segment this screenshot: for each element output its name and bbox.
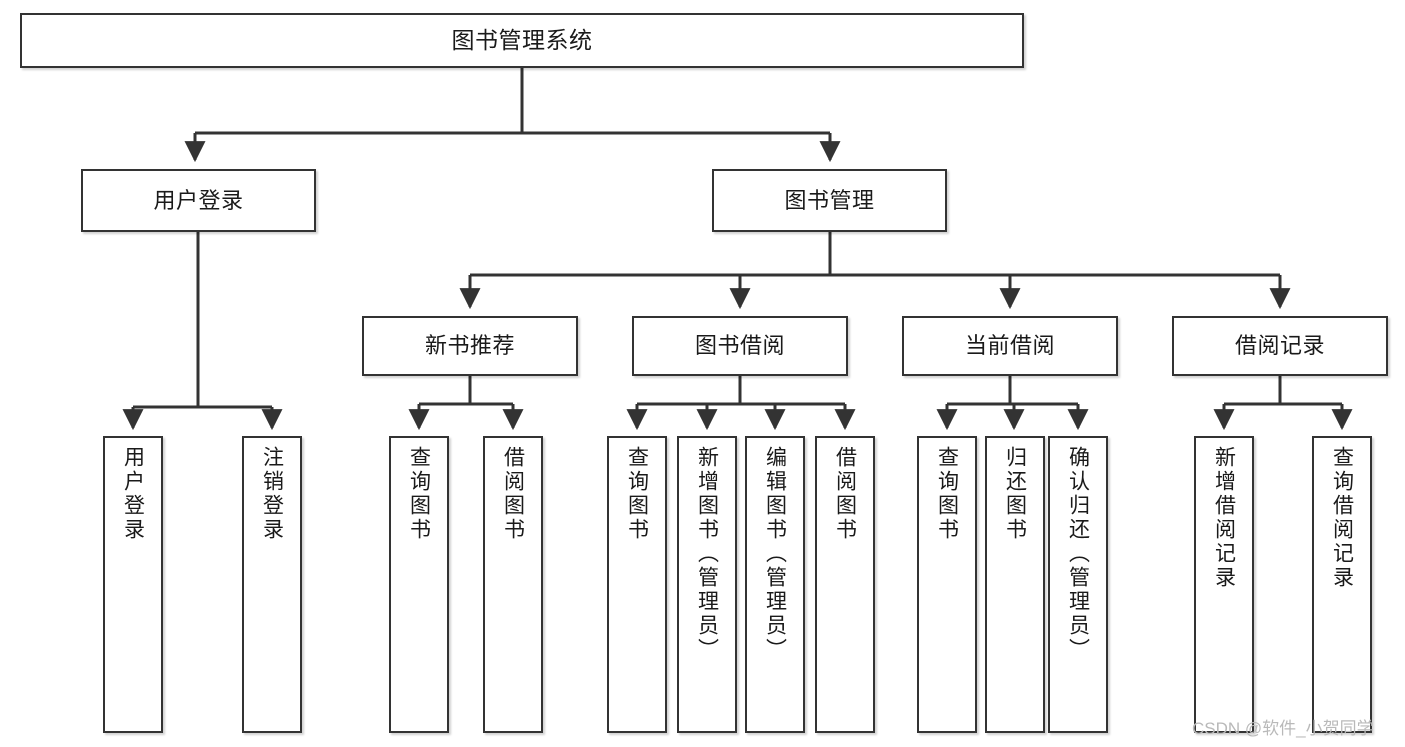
node-label: 用户登录	[153, 187, 244, 213]
leaf-return-book[interactable]: 归还图书	[985, 436, 1045, 733]
node-label: 编辑图书（管理员）	[763, 446, 787, 662]
node-label: 确认归还（管理员）	[1066, 446, 1090, 662]
leaf-add-book-admin[interactable]: 新增图书（管理员）	[677, 436, 737, 733]
leaf-query-book-borrow[interactable]: 查询图书	[607, 436, 667, 733]
node-user-login[interactable]: 用户登录	[81, 169, 316, 232]
node-label: 借阅记录	[1234, 333, 1325, 359]
leaf-borrow-book[interactable]: 借阅图书	[815, 436, 875, 733]
node-current-borrow[interactable]: 当前借阅	[902, 316, 1118, 376]
node-label: 新增借阅记录	[1212, 446, 1236, 590]
node-label: 新书推荐	[424, 333, 515, 359]
node-book-management[interactable]: 图书管理	[712, 169, 947, 232]
node-label: 查询图书	[407, 446, 431, 542]
watermark-text: CSDN @软件_小贺同学	[1192, 719, 1374, 738]
node-label: 图书管理系统	[451, 27, 593, 54]
node-label: 归还图书	[1003, 446, 1027, 542]
node-label: 查询图书	[935, 446, 959, 542]
node-label: 当前借阅	[964, 333, 1055, 359]
node-borrow-record[interactable]: 借阅记录	[1172, 316, 1388, 376]
leaf-query-book-current[interactable]: 查询图书	[917, 436, 977, 733]
leaf-user-login[interactable]: 用户登录	[103, 436, 163, 733]
node-label: 查询借阅记录	[1330, 446, 1354, 590]
node-book-borrow[interactable]: 图书借阅	[632, 316, 848, 376]
leaf-query-borrow-record[interactable]: 查询借阅记录	[1312, 436, 1372, 733]
node-root-system[interactable]: 图书管理系统	[20, 13, 1024, 68]
leaf-logout[interactable]: 注销登录	[242, 436, 302, 733]
leaf-add-borrow-record[interactable]: 新增借阅记录	[1194, 436, 1254, 733]
node-label: 图书借阅	[694, 333, 785, 359]
leaf-confirm-return-admin[interactable]: 确认归还（管理员）	[1048, 436, 1108, 733]
node-label: 用户登录	[121, 446, 145, 542]
node-label: 查询图书	[625, 446, 649, 542]
leaf-query-book-recommend[interactable]: 查询图书	[389, 436, 449, 733]
leaf-borrow-book-recommend[interactable]: 借阅图书	[483, 436, 543, 733]
node-label: 注销登录	[260, 446, 284, 542]
node-label: 借阅图书	[833, 446, 857, 542]
node-new-book-recommend[interactable]: 新书推荐	[362, 316, 578, 376]
node-label: 借阅图书	[501, 446, 525, 542]
node-label: 图书管理	[784, 187, 875, 213]
node-label: 新增图书（管理员）	[695, 446, 719, 662]
leaf-edit-book-admin[interactable]: 编辑图书（管理员）	[745, 436, 805, 733]
